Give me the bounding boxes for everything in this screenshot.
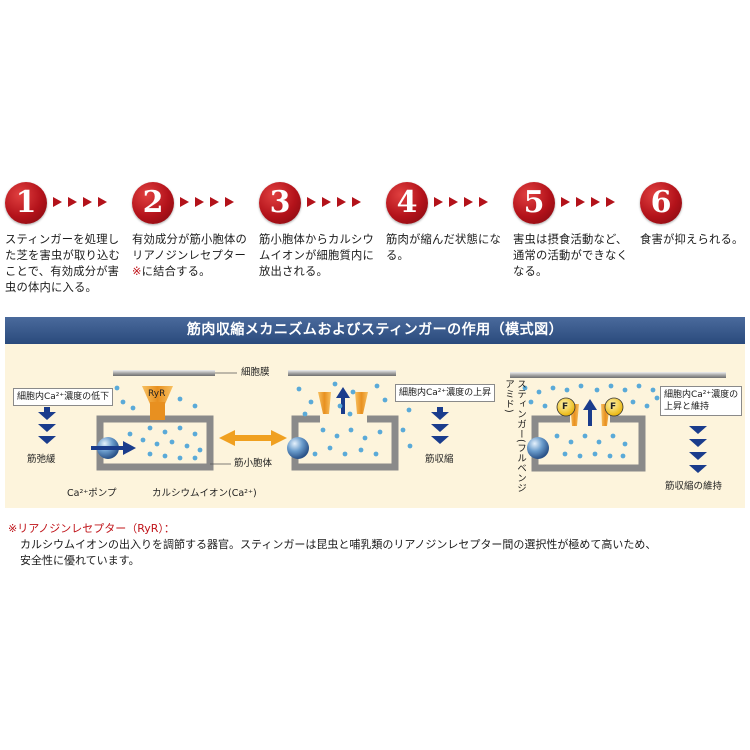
step-arrows xyxy=(561,197,615,207)
step-number-badge: 2 xyxy=(132,182,174,224)
ryr-channel-open-right xyxy=(355,392,368,414)
sustained-arrows xyxy=(689,426,707,473)
high-ca-label: 細胞内Ca²⁺濃度の上昇 xyxy=(395,384,495,402)
sustained-ca-label: 細胞内Ca²⁺濃度の 上昇と維持 xyxy=(660,386,742,416)
low-ca-arrows xyxy=(38,407,56,444)
footnote-title: ※リアノジンレセプター（RyR）： xyxy=(8,521,743,537)
step-6: 6 食害が抑えられる。 xyxy=(640,182,748,248)
step-5: 5 害虫は摂食活動など、通常の活動ができなくなる。 xyxy=(513,182,635,280)
step-3: 3 筋小胞体からカルシウムイオンが細胞質内に放出される。 xyxy=(259,182,381,280)
ca-pump-label: Ca²⁺ポンプ xyxy=(67,488,117,500)
mechanism-diagram: 細胞膜 細胞内Ca²⁺濃度の低下 筋弛緩 Ca²⁺ポンプ カルシウムイオン(Ca… xyxy=(5,344,745,508)
footnote-line-2: 安全性に優れています。 xyxy=(8,553,743,569)
f-marker-label-right: F xyxy=(610,401,616,413)
step-text: 筋小胞体からカルシウムイオンが細胞質内に放出される。 xyxy=(259,232,381,280)
ca-pump-ball-3 xyxy=(527,437,549,459)
footnote-mark: ※ xyxy=(132,265,142,278)
sr-box-2 xyxy=(295,419,395,467)
step-number-badge: 4 xyxy=(386,182,428,224)
calcium-ion-label: カルシウムイオン(Ca²⁺) xyxy=(152,488,257,500)
step-text: 有効成分が筋小胞体のリアノジンレセプター※に結合する。 xyxy=(132,232,254,280)
f-marker-label-left: F xyxy=(562,401,568,413)
ryr-stalk xyxy=(150,402,165,420)
high-ca-arrows xyxy=(431,407,449,444)
footnote: ※リアノジンレセプター（RyR）： カルシウムイオンの出入りを調節する器官。ステ… xyxy=(8,521,743,569)
step-text: 食害が抑えられる。 xyxy=(640,232,748,248)
ca-pump-ball-2 xyxy=(287,437,309,459)
contraction-label: 筋収縮 xyxy=(425,454,454,466)
step-text: 筋肉が縮んだ状態になる。 xyxy=(386,232,508,264)
step-1: 1 スティンガーを処理した芝を害虫が取り込むことで、有効成分が害虫の体内に入る。 xyxy=(5,182,127,296)
step-number-badge: 1 xyxy=(5,182,47,224)
sustained-contraction-label: 筋収縮の維持 xyxy=(665,481,722,493)
diagram-title-banner: 筋肉収縮メカニズムおよびスティンガーの作用（模式図） xyxy=(5,317,745,344)
cell-membrane-label: 細胞膜 xyxy=(241,367,270,379)
step-4: 4 筋肉が縮んだ状態になる。 xyxy=(386,182,508,264)
step-number-badge: 3 xyxy=(259,182,301,224)
step-arrows xyxy=(180,197,234,207)
step-arrows xyxy=(307,197,361,207)
step-number-badge: 6 xyxy=(640,182,682,224)
footnote-line-1: カルシウムイオンの出入りを調節する器官。スティンガーは昆虫と哺乳類のリアノジンレ… xyxy=(8,537,743,553)
step-number-badge: 5 xyxy=(513,182,555,224)
cell-membrane-3 xyxy=(510,372,726,378)
diagram-graphics xyxy=(5,344,745,508)
sarcoplasmic-reticulum-label: 筋小胞体 xyxy=(234,458,272,470)
step-text: スティンガーを処理した芝を害虫が取り込むことで、有効成分が害虫の体内に入る。 xyxy=(5,232,127,296)
step-arrows xyxy=(434,197,488,207)
ryr-channel-open-left xyxy=(318,392,331,414)
cell-membrane-1 xyxy=(113,370,215,376)
relaxation-label: 筋弛緩 xyxy=(27,454,56,466)
cell-membrane-2 xyxy=(288,370,396,376)
ryr-label: RyR xyxy=(148,388,165,400)
step-2: 2 有効成分が筋小胞体のリアノジンレセプター※に結合する。 xyxy=(132,182,254,280)
stinger-vertical-label: スティンガー(フルベンジアミド) xyxy=(502,379,526,503)
low-ca-label: 細胞内Ca²⁺濃度の低下 xyxy=(13,388,113,406)
step-arrows xyxy=(53,197,107,207)
step-text: 害虫は摂食活動など、通常の活動ができなくなる。 xyxy=(513,232,635,280)
